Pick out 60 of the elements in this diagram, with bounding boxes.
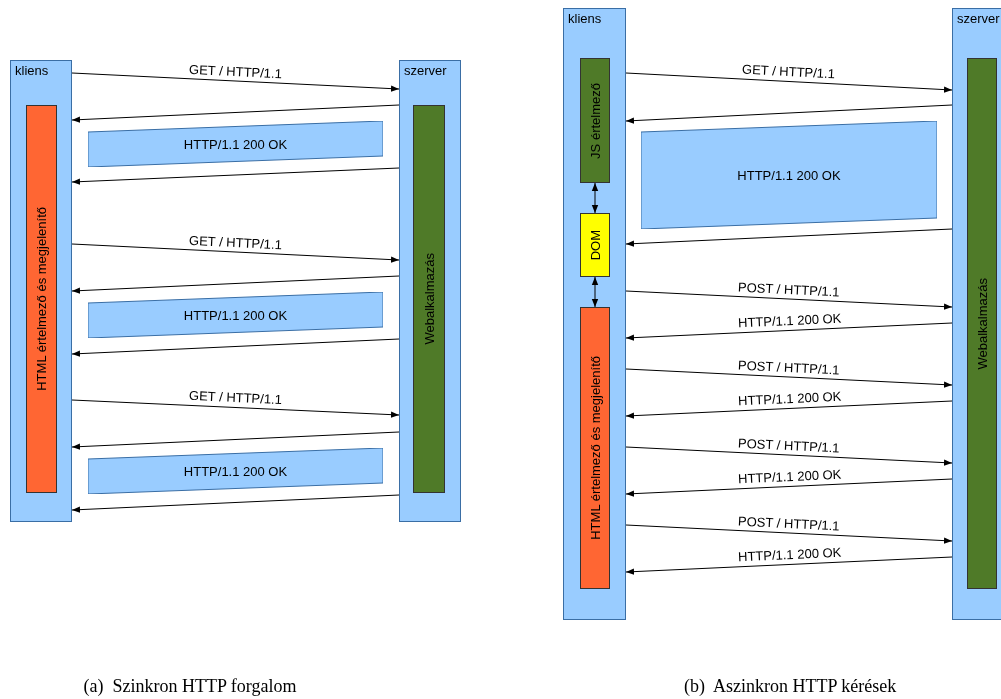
edge-label: HTTP/1.1 200 OK [737,388,842,409]
arrow [625,446,953,466]
arrow [71,494,400,513]
arrow [71,72,400,92]
double-arrow [591,276,599,308]
arrow [625,290,953,310]
edge-label: POST / HTTP/1.1 [737,279,840,299]
vertical-label: DOM [587,229,603,261]
lifeline-title: szerver [957,11,1000,26]
arrow [625,104,953,124]
response-label: HTTP/1.1 200 OK [736,167,842,183]
response-label: HTTP/1.1 200 OK [182,136,289,152]
edge-label: GET / HTTP/1.1 [188,232,282,252]
lifeline-title: szerver [404,63,447,78]
vertical-label: Webalkalmazás [421,253,437,345]
vertical-label: Webalkalmazás [974,277,990,370]
lifeline-box [563,8,626,620]
parser-renderer-box [26,105,57,493]
arrow [625,72,953,93]
arrow [71,431,400,450]
lifeline-box [952,8,1001,620]
arrow [625,556,953,575]
arrow [625,368,953,388]
edge-label: GET / HTTP/1.1 [188,387,282,408]
arrow [71,399,400,418]
figure-caption: (a) Szinkron HTTP forgalom [83,676,297,697]
parser-renderer-box [580,307,610,589]
arrow [71,338,400,357]
edge-label: POST / HTTP/1.1 [737,435,840,455]
double-arrow [591,182,599,214]
lifeline-title: kliens [15,63,49,78]
response-label: HTTP/1.1 200 OK [182,463,289,479]
lifeline-title: kliens [568,11,602,26]
arrow [625,400,953,419]
vertical-label: JS értelmező [587,82,603,159]
edge-label: HTTP/1.1 200 OK [737,310,842,331]
js-engine-box [580,58,610,183]
edge-label: GET / HTTP/1.1 [188,61,282,81]
lifeline-box [10,60,72,522]
arrow [625,322,953,341]
arrow [625,228,953,247]
arrow [71,104,400,123]
arrow [71,275,400,294]
edge-label: POST / HTTP/1.1 [737,357,840,377]
arrow [71,243,400,263]
web-app-box [967,58,997,589]
arrow [71,167,400,185]
dom-box [580,213,610,277]
edge-label: HTTP/1.1 200 OK [737,466,842,487]
web-app-box [413,105,445,493]
vertical-label: HTML értelmező és megjelenítő [587,356,603,540]
edge-label: HTTP/1.1 200 OK [737,544,842,565]
edge-label: GET / HTTP/1.1 [741,61,836,82]
figure-caption: (b) Aszinkron HTTP kérések [684,676,897,697]
lifeline-box [399,60,461,522]
edge-label: POST / HTTP/1.1 [737,513,840,533]
arrow [625,478,953,497]
vertical-label: HTML értelmező és megjelenítő [34,207,49,391]
response-label: HTTP/1.1 200 OK [182,307,289,323]
arrow [625,524,953,544]
